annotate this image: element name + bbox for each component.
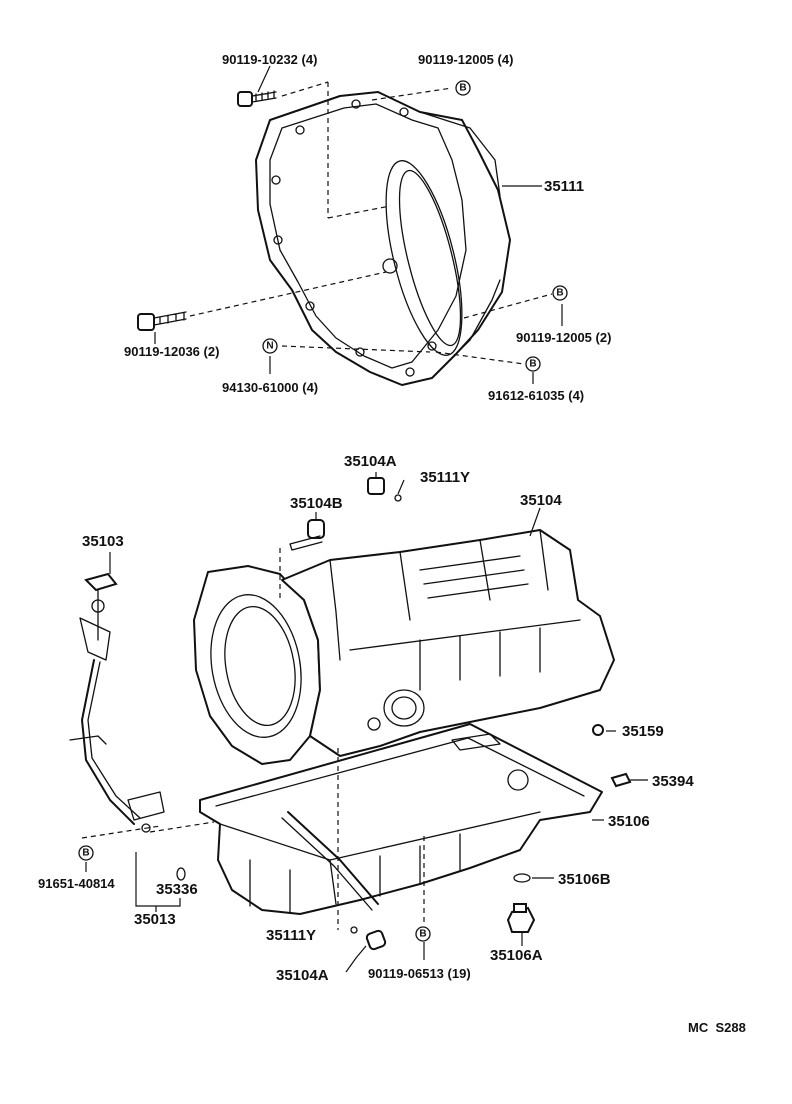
plug-icon [592,724,604,736]
marker-b: B [455,80,471,96]
marker-b: B [78,845,94,861]
marker-b: B [525,356,541,372]
part-number-label: 90119-10232 (4) [222,52,317,67]
marker-n: N [262,338,278,354]
svg-text:B: B [419,929,426,940]
part-number-label: 35111Y [266,927,316,944]
svg-text:B: B [459,83,466,94]
part-number-label: 35106A [490,947,543,964]
part-number-label: 91651-40814 [38,876,115,891]
magnet-icon [610,772,632,788]
plug-icon [367,477,385,495]
part-number-label: 90119-12005 (2) [516,330,611,345]
part-number-label: 35104B [290,495,343,512]
part-number-label: 90119-12036 (2) [124,344,219,359]
part-number-label: 35336 [156,881,198,898]
part-number-label: 35159 [622,723,664,740]
part-number-label: 35104A [276,967,329,984]
breather-plug-icon [289,519,325,551]
part-number-label: 35111 [544,178,584,195]
part-number-label: 90119-12005 (4) [418,52,513,67]
drain-plug-icon [506,903,536,933]
bell-housing-drawing [255,91,511,386]
o-ring-icon [350,926,358,934]
plug-icon [365,929,387,951]
part-number-label: 94130-61000 (4) [222,380,318,395]
bolt-icon [137,311,187,331]
oil-pan-drawing [199,723,603,915]
svg-text:N: N [266,341,273,352]
part-number-label: 35106B [558,871,611,888]
part-number-label: 35103 [82,533,124,550]
part-number-label: 35111Y [420,469,470,486]
o-ring-icon [394,494,402,502]
svg-text:B: B [556,288,563,299]
part-number-label: 91612-61035 (4) [488,388,584,403]
o-ring-icon [176,867,186,881]
baffle-plate [451,733,501,751]
svg-text:B: B [82,848,89,859]
marker-b: B [552,285,568,301]
catalog-code: MC S288 [688,1020,746,1035]
washer-icon [513,873,531,883]
svg-text:B: B [529,359,536,370]
dipstick-drawing [69,572,165,833]
part-number-label: 35104A [344,453,397,470]
transmission-case-drawing [193,529,615,765]
part-number-label: 35394 [652,773,694,790]
part-number-label: 35104 [520,492,562,509]
part-number-label: 90119-06513 (19) [368,966,471,981]
marker-b: B [415,926,431,942]
part-number-label: 35013 [134,911,176,928]
part-number-label: 35106 [608,813,650,830]
bolt-icon [237,90,277,107]
